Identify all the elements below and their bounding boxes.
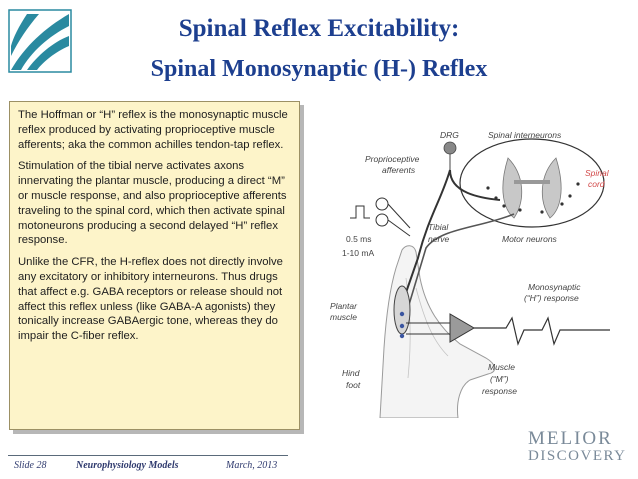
hind-foot-outline [379, 245, 495, 418]
title-line-2: Spinal Monosynaptic (H-) Reflex [150, 56, 488, 82]
brand-name-line2: DISCOVERY [528, 448, 627, 464]
label-drg: DRG [440, 130, 459, 140]
label-foot: foot [346, 380, 361, 390]
label-muscle-response-3: response [482, 386, 517, 396]
label-monosynaptic: Monosynaptic [528, 282, 581, 292]
drg-ganglion [443, 141, 457, 155]
label-afferents: afferents [382, 165, 416, 175]
amplifier-icon [449, 313, 475, 343]
footer-date: March, 2013 [226, 460, 278, 471]
paragraph-cfr-comparison: Unlike the CFR, the H-reflex does not di… [18, 256, 283, 343]
label-hind: Hind [342, 368, 360, 378]
emg-trace [474, 316, 610, 346]
paragraph-h-reflex-definition: The Hoffman or “H” reflex is the monosyn… [18, 109, 288, 151]
label-pulse-width: 0.5 ms [346, 234, 372, 244]
motor-fiber [407, 213, 515, 309]
afferent-fiber [449, 169, 501, 201]
brand-name-line1: MELIOR [528, 428, 613, 449]
label-spinal: Spinal [585, 168, 610, 178]
label-plantar: Plantar [330, 301, 358, 311]
label-cord: cord [588, 179, 605, 189]
label-nerve: nerve [428, 234, 450, 244]
label-proprioceptive: Proprioceptive [365, 154, 420, 164]
label-muscle-response-1: Muscle [488, 362, 515, 372]
label-muscle-response-2: (“M”) [490, 374, 509, 384]
label-spinal-interneurons: Spinal interneurons [488, 130, 562, 140]
label-h-response: (“H”) response [524, 293, 579, 303]
explanation-textbox: The Hoffman or “H” reflex is the monosyn… [9, 101, 300, 430]
footer: Slide 28 Neurophysiology Models March, 2… [0, 453, 638, 479]
paragraph-stimulation: Stimulation of the tibial nerve activate… [18, 160, 287, 247]
footer-subject: Neurophysiology Models [76, 460, 179, 471]
slide-number: Slide 28 [14, 460, 47, 471]
h-reflex-diagram: DRG Spinal interneurons Proprioceptive a… [330, 130, 610, 418]
brand-logo: MELIOR DISCOVERY [528, 428, 638, 468]
stimulator-icon [350, 197, 411, 237]
label-muscle: muscle [330, 312, 357, 322]
spinal-cord-section [459, 138, 605, 228]
title-line-1: Spinal Reflex Excitability: [178, 15, 460, 42]
logo-icon [5, 6, 75, 76]
label-motor-neurons: Motor neurons [502, 234, 558, 244]
label-tibial: Tibial [428, 222, 449, 232]
label-current: 1-10 mA [342, 248, 374, 258]
footer-divider [8, 455, 288, 456]
